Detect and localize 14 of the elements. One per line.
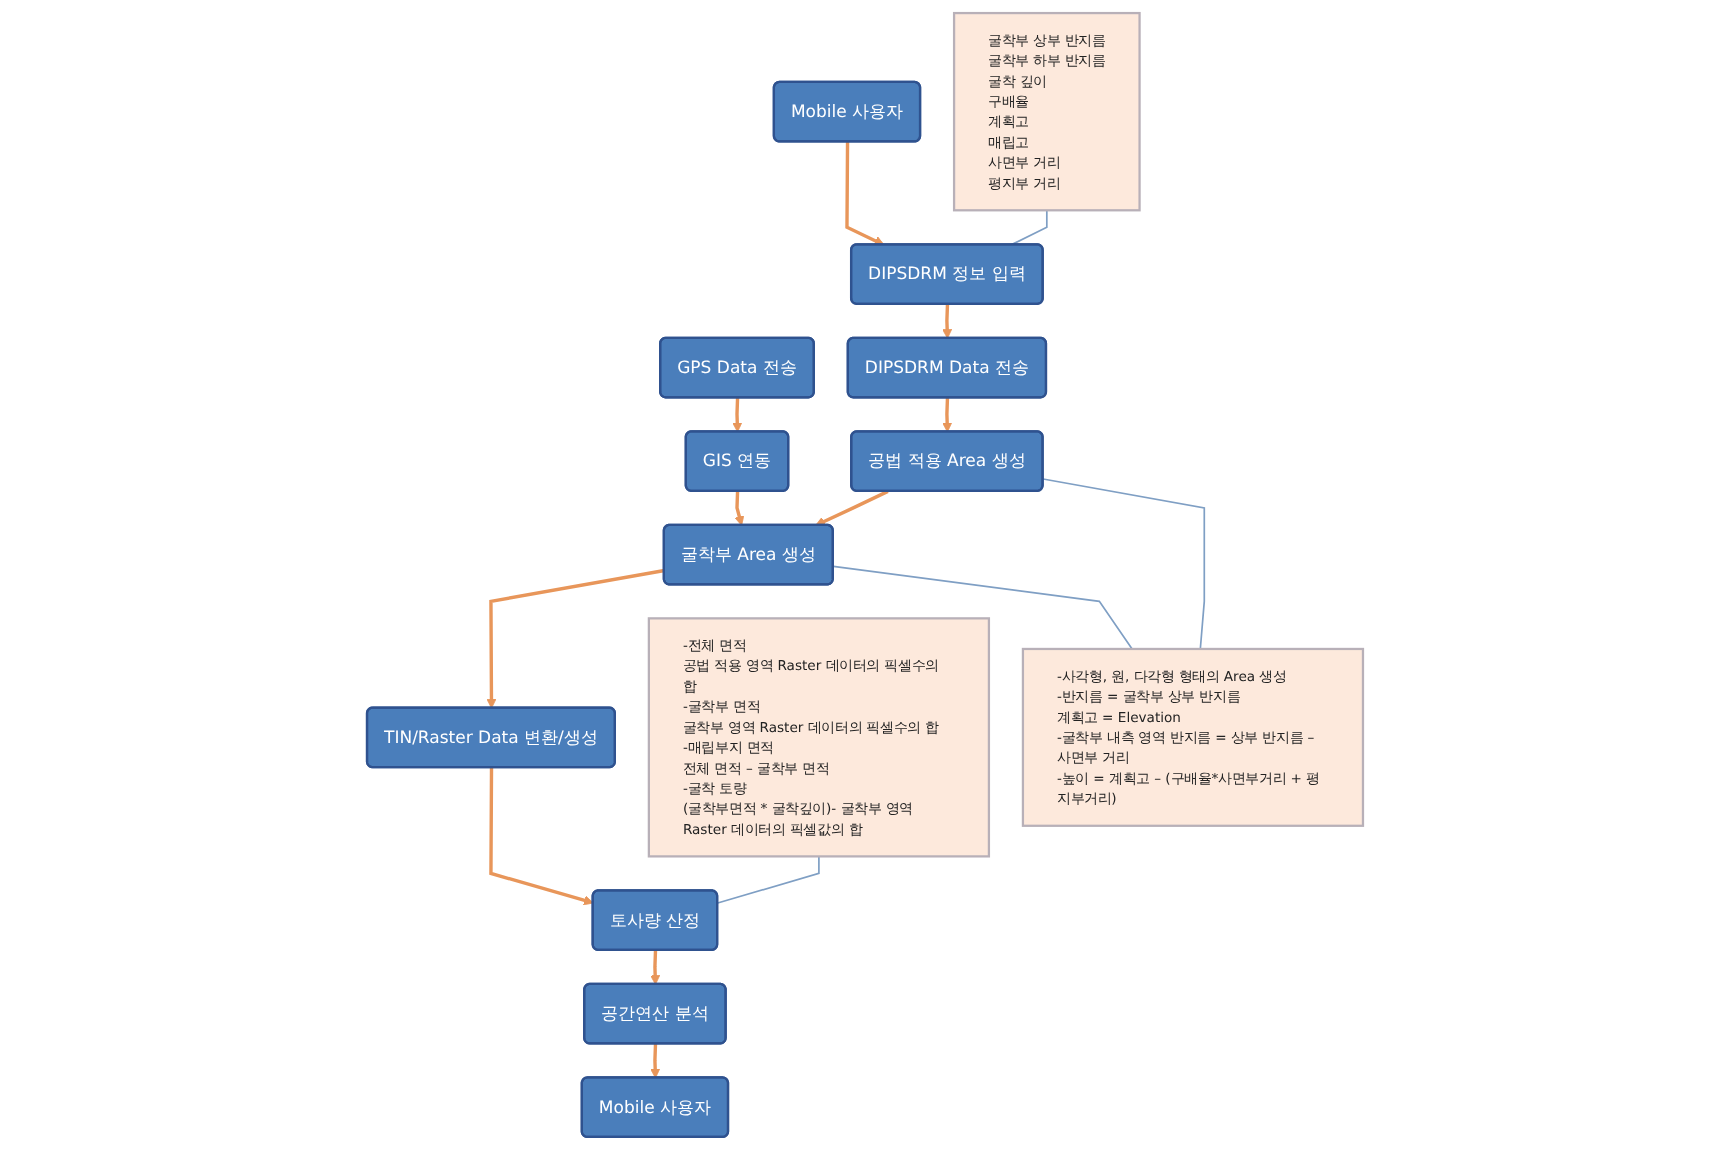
connector — [716, 855, 820, 904]
connector — [1042, 478, 1206, 650]
arrow — [942, 304, 953, 339]
arrow — [942, 397, 953, 433]
arrow — [650, 950, 661, 985]
connector — [832, 565, 1133, 650]
arrow — [845, 142, 885, 246]
connector — [1010, 209, 1048, 246]
arrow — [650, 1043, 661, 1079]
arrow — [734, 491, 745, 526]
arrow — [815, 489, 889, 527]
arrow — [489, 767, 594, 906]
arrow — [732, 397, 743, 433]
arrow — [486, 568, 665, 709]
